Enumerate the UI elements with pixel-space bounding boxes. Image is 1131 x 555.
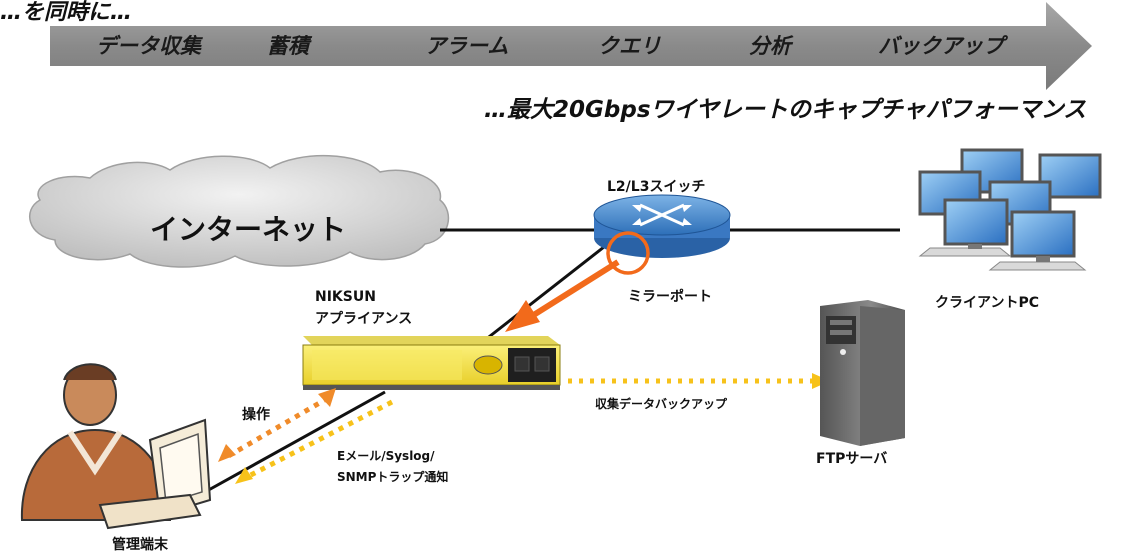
client-pc-label: クライアントPC [935,295,1039,311]
internet-label: インターネット [150,213,347,246]
switch-label: L2/L3スイッチ [607,179,706,195]
client-pc-group [918,148,1102,271]
internet-cloud [29,155,450,268]
ftp-server-label: FTPサーバ [816,451,888,467]
step-data-collection: データ収集 [96,34,201,58]
operator-terminal [20,363,212,530]
step-storage: 蓄積 [267,34,309,58]
performance-tagline: …最大20Gbpsワイヤレートのキャプチャパフォーマンス [484,97,1087,123]
mirror-port-label: ミラーポート [628,289,712,305]
process-arrow [50,2,1092,90]
appliance-label-line1: NIKSUN [315,289,376,305]
backup-label: 収集データバックアップ [595,397,728,411]
step-query: クエリ [598,34,661,58]
step-analysis: 分析 [749,34,791,58]
step-alarm: アラーム [425,34,509,58]
switch-device [593,194,731,275]
appliance-label-line2: アプライアンス [315,311,413,327]
step-backup: バックアップ [878,34,1004,58]
terminal-label: 管理端末 [112,537,168,553]
operation-label: 操作 [242,407,270,423]
ftp-server [820,300,905,446]
niksun-appliance [302,336,561,390]
notify-label-line2: SNMPトラップ通知 [337,470,449,484]
header-cut-text: …を同時に… [0,0,133,25]
notify-label-line1: Eメール/Syslog/ [337,449,435,463]
